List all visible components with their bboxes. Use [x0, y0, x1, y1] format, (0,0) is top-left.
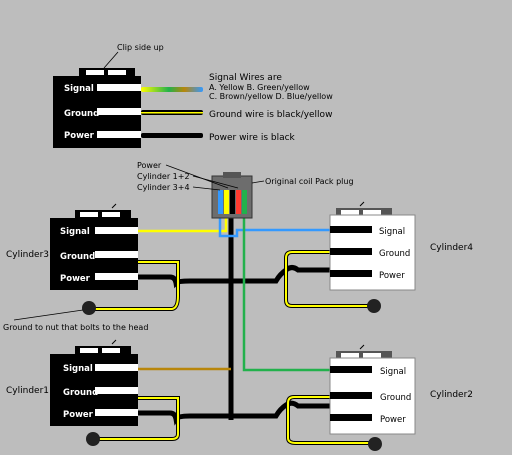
svg-text:Power: Power	[63, 410, 94, 420]
legend-connector: Signal Ground Power	[53, 68, 141, 148]
svg-text:Ground: Ground	[60, 252, 95, 262]
coil-cylinder1: Signal Ground Power	[50, 346, 138, 426]
coil-cylinder3: Signal Ground Power	[50, 210, 138, 290]
ground-nut-note: Ground to nut that bolts to the head	[3, 323, 148, 332]
signal-wires-line1: A. Yellow B. Green/yellow	[209, 83, 310, 92]
svg-text:Signal: Signal	[379, 227, 405, 237]
svg-text:Ground: Ground	[379, 249, 410, 259]
svg-text:Power: Power	[380, 415, 406, 425]
svg-text:Power: Power	[379, 271, 405, 281]
legend-signal-label: Signal	[64, 84, 94, 94]
cylinder1-label: Cylinder1	[6, 386, 49, 396]
power-wire-cyl3-cyl4	[138, 265, 330, 289]
coil-pack-plug	[211, 172, 253, 219]
power-wire-cyl1-cyl2	[138, 400, 330, 426]
legend-signal-wire	[141, 87, 203, 92]
signal-wire-yellow	[138, 215, 228, 233]
ground-nut-cyl3	[82, 301, 96, 315]
svg-text:Signal: Signal	[380, 367, 406, 377]
signal-wires-title: Signal Wires are	[209, 73, 282, 83]
ground-nut-cyl2	[368, 437, 382, 451]
cylinder4-label: Cylinder4	[430, 243, 473, 253]
signal-wire-green	[242, 215, 330, 372]
coil-cylinder4: Signal Ground Power	[329, 208, 416, 291]
plug-cyl34-label: Cylinder 3+4	[137, 183, 190, 192]
plug-cyl12-label: Cylinder 1+2	[137, 172, 190, 181]
plug-power-label: Power	[137, 161, 162, 170]
svg-text:Power: Power	[60, 274, 91, 284]
ground-nut-cyl4	[367, 299, 381, 313]
coil-cylinder2: Signal Ground Power	[329, 351, 416, 435]
cylinder3-label: Cylinder3	[6, 250, 49, 260]
signal-wire-blue	[218, 215, 330, 238]
cylinder2-label: Cylinder2	[430, 390, 473, 400]
plug-label: Original coil Pack plug	[265, 177, 354, 186]
svg-text:Signal: Signal	[63, 364, 93, 374]
signal-wires-line2: C. Brown/yellow D. Blue/yellow	[209, 92, 333, 101]
ground-nut-cyl1	[86, 432, 100, 446]
svg-text:Ground: Ground	[63, 388, 98, 398]
legend-ground-label: Ground	[64, 109, 99, 119]
legend-power-label: Power	[64, 131, 95, 141]
power-wire-note: Power wire is black	[209, 133, 296, 143]
legend-power-wire	[141, 133, 203, 138]
svg-text:Ground: Ground	[380, 393, 411, 403]
svg-text:Signal: Signal	[60, 227, 90, 237]
ground-wire-note: Ground wire is black/yellow	[209, 110, 332, 120]
clip-side-label: Clip side up	[117, 43, 164, 52]
